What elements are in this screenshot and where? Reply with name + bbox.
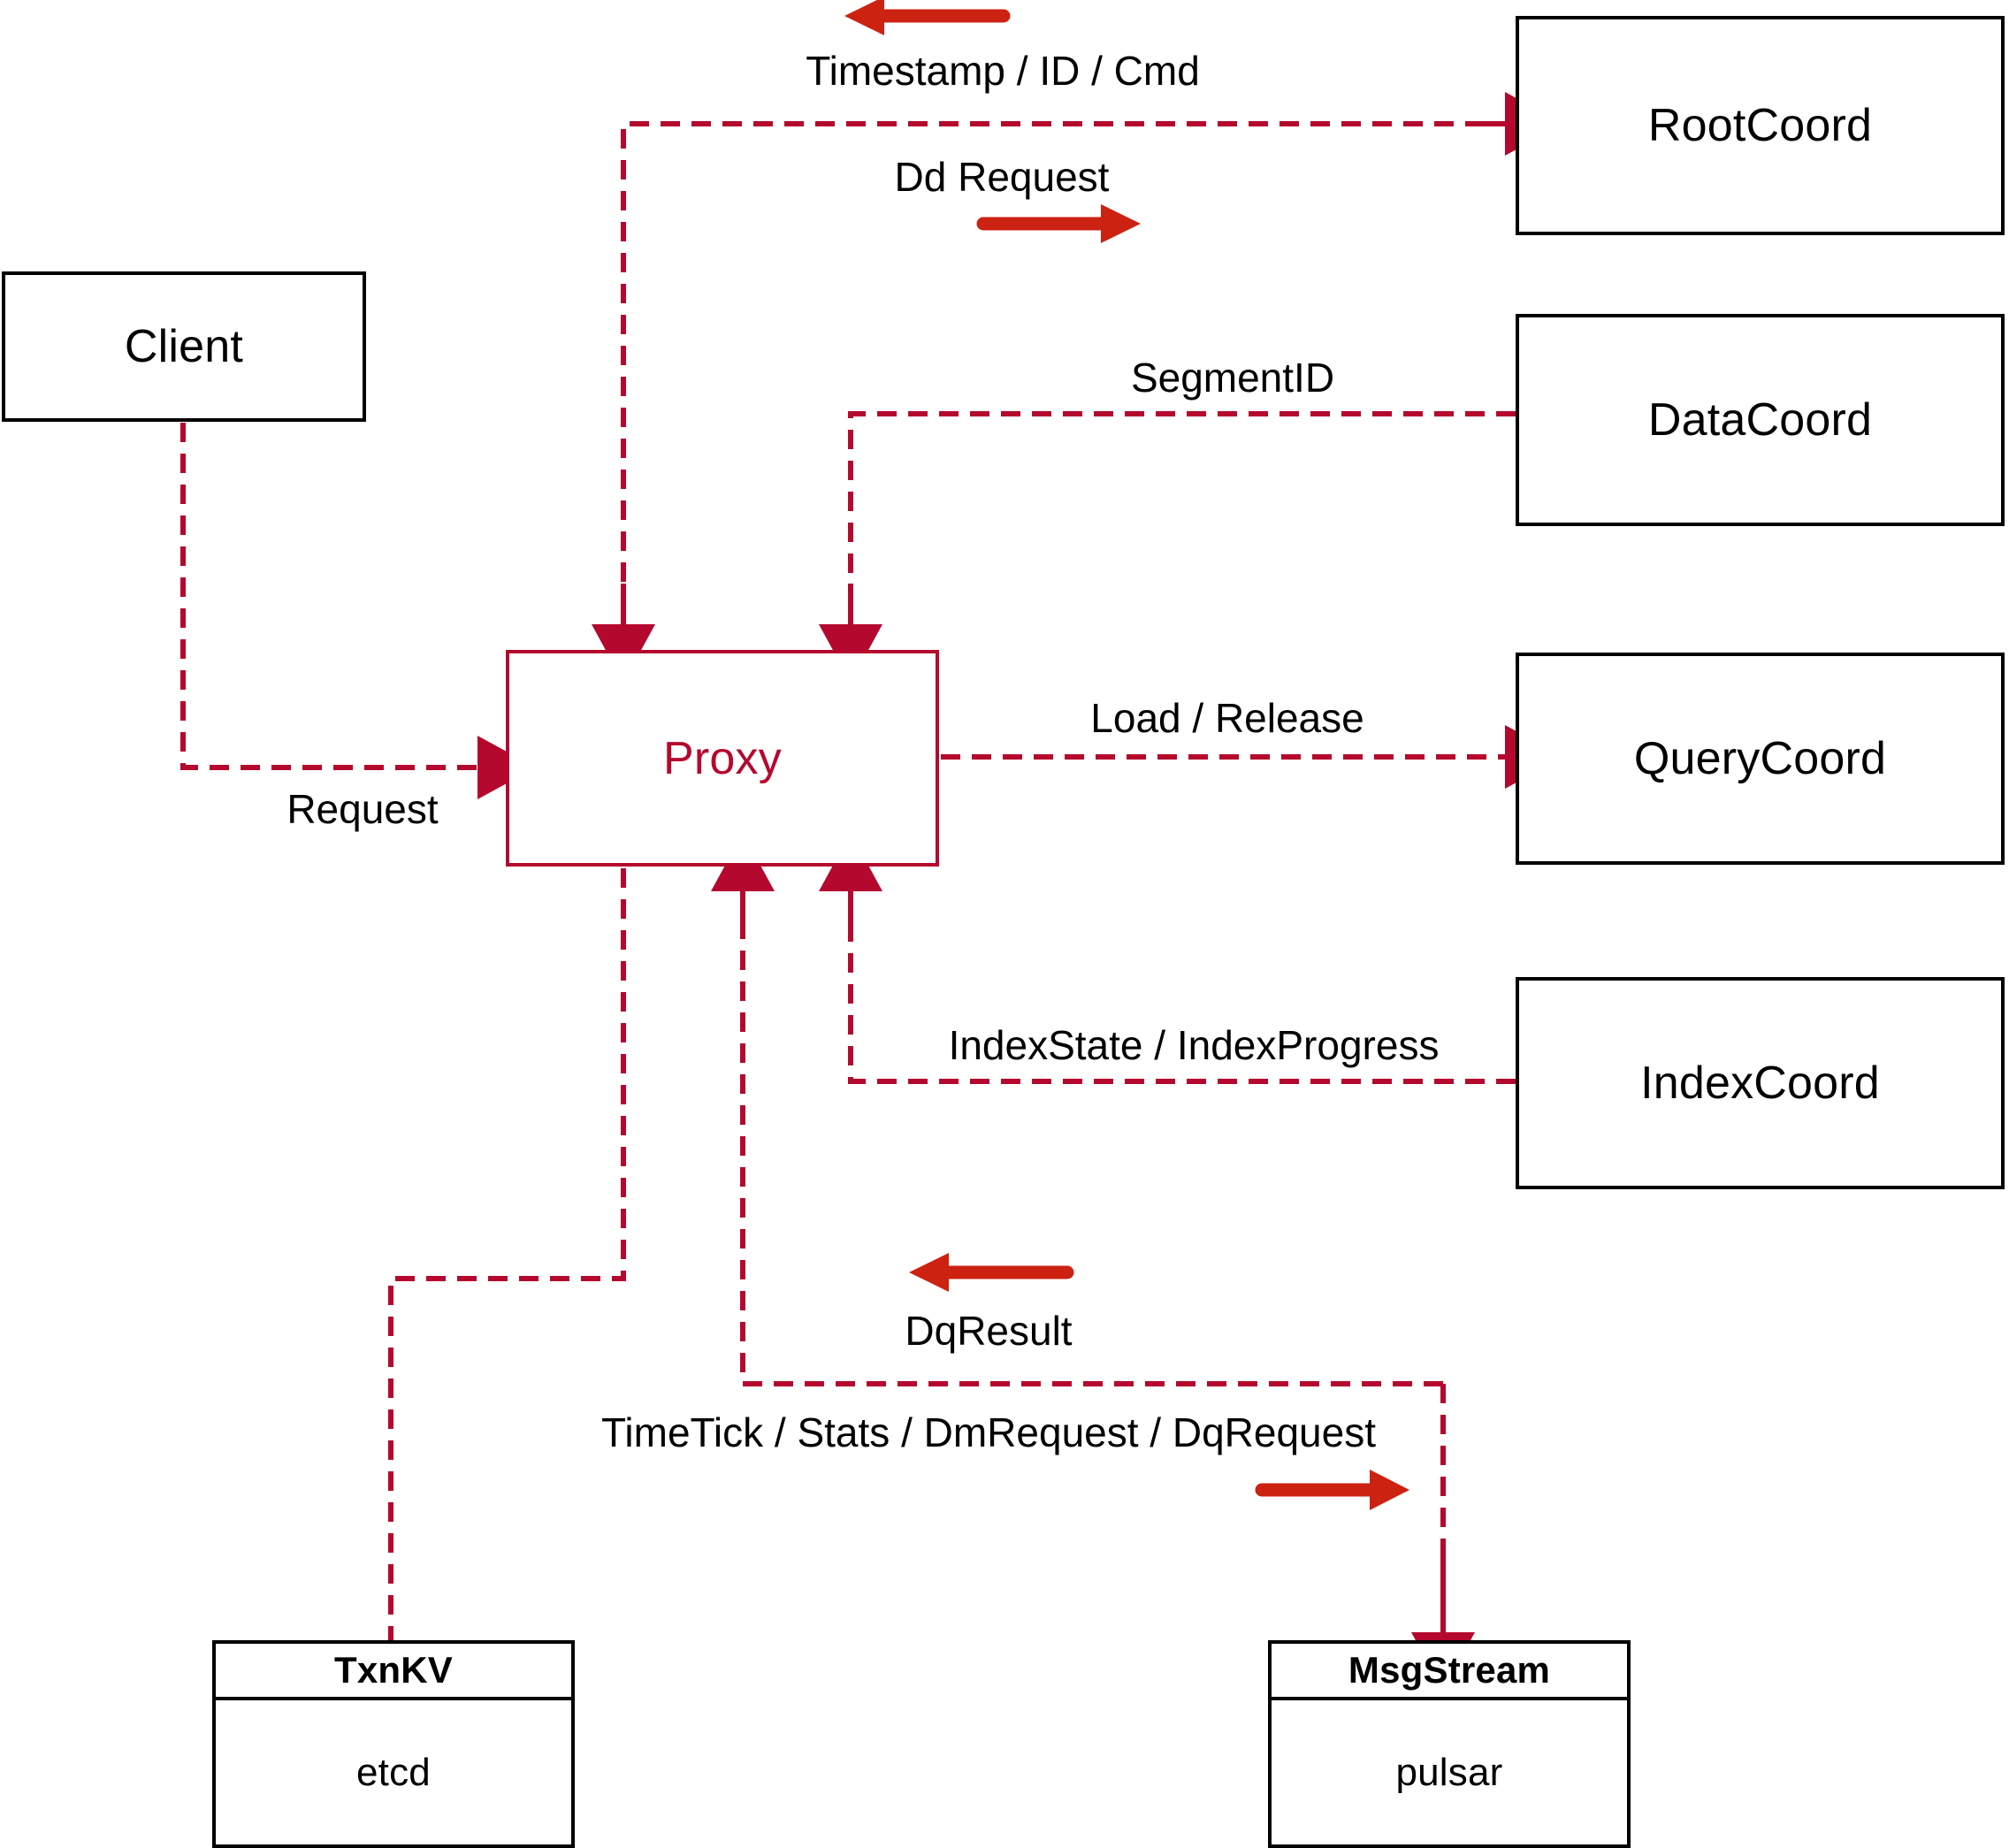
node-msgstream-header-label: MsgStream xyxy=(1348,1649,1551,1691)
direction-arrow-dqresult-left xyxy=(909,1253,1074,1292)
direction-arrow-dd-request-right xyxy=(976,204,1141,243)
edge-label-dd-request: Dd Request xyxy=(894,154,1110,200)
direction-arrow-timestamp-left xyxy=(844,0,1011,35)
edge-client-to-proxy xyxy=(180,423,536,799)
node-msgstream-body-label: pulsar xyxy=(1395,1750,1503,1794)
node-indexcoord-label: IndexCoord xyxy=(1640,1058,1880,1109)
node-querycoord[interactable]: QueryCoord xyxy=(1516,653,2005,865)
edge-label-timetick-stats: TimeTick / Stats / DmRequest / DqRequest xyxy=(601,1409,1376,1455)
node-client-label: Client xyxy=(124,321,244,372)
edge-label-load-release: Load / Release xyxy=(1090,695,1364,741)
node-msgstream-header: MsgStream xyxy=(1272,1644,1627,1700)
node-rootcoord[interactable]: RootCoord xyxy=(1516,16,2005,235)
edge-label-timestamp-id-cmd: Timestamp / ID / Cmd xyxy=(806,48,1200,94)
node-msgstream-body: pulsar xyxy=(1272,1700,1627,1844)
node-datacoord[interactable]: DataCoord xyxy=(1516,314,2005,526)
edge-label-request: Request xyxy=(286,786,439,832)
edge-proxy-rootcoord xyxy=(592,92,1563,683)
node-msgstream[interactable]: MsgStream pulsar xyxy=(1268,1640,1631,1848)
node-indexcoord[interactable]: IndexCoord xyxy=(1516,977,2005,1189)
edge-msgstream-to-proxy xyxy=(711,833,1443,1386)
node-client[interactable]: Client xyxy=(2,271,366,422)
node-rootcoord-label: RootCoord xyxy=(1647,100,1873,151)
node-txnkv[interactable]: TxnKV etcd xyxy=(212,1640,575,1848)
node-datacoord-label: DataCoord xyxy=(1647,394,1873,446)
node-proxy[interactable]: Proxy xyxy=(506,650,939,867)
node-txnkv-header: TxnKV xyxy=(216,1644,571,1700)
edge-indexcoord-to-proxy xyxy=(819,833,1516,1084)
direction-arrow-timetick-right xyxy=(1255,1470,1409,1510)
edge-proxy-to-txnkv xyxy=(388,868,626,1640)
node-txnkv-header-label: TxnKV xyxy=(333,1649,453,1691)
edge-label-dq-result: DqResult xyxy=(905,1308,1073,1354)
node-txnkv-body: etcd xyxy=(216,1700,571,1844)
edge-label-index-state-progress: IndexState / IndexProgress xyxy=(948,1022,1440,1068)
node-proxy-label: Proxy xyxy=(663,732,782,784)
node-txnkv-body-label: etcd xyxy=(356,1750,431,1794)
edge-datacoord-to-proxy xyxy=(819,411,1516,683)
edge-label-segment-id: SegmentID xyxy=(1130,355,1335,401)
node-querycoord-label: QueryCoord xyxy=(1633,733,1887,784)
